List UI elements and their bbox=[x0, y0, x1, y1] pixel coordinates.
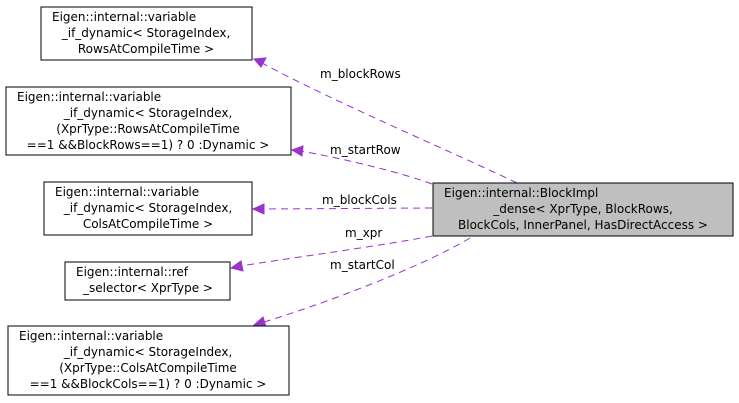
edge-m-startCol: m_startCol bbox=[252, 237, 471, 328]
node-variable-if-dynamic-start-col[interactable]: Eigen::internal::variable _if_dynamic< S… bbox=[7, 325, 290, 396]
edge-m-xpr: m_xpr bbox=[229, 226, 433, 272]
edge-m-blockRows: m_blockRows bbox=[252, 57, 518, 184]
node-title-line: ==1 &&BlockCols==1) ? 0 :Dynamic > bbox=[30, 377, 267, 391]
node-variable-if-dynamic-start-row[interactable]: Eigen::internal::variable _if_dynamic< S… bbox=[5, 86, 292, 156]
node-ref-selector[interactable]: Eigen::internal::ref _selector< XprType … bbox=[64, 261, 231, 301]
edge-label-m-startCol: m_startCol bbox=[330, 258, 395, 272]
node-title-line: _if_dynamic< StorageIndex, bbox=[61, 26, 231, 40]
node-title-line: _if_dynamic< StorageIndex, bbox=[63, 106, 233, 120]
node-title-line: _if_dynamic< StorageIndex, bbox=[63, 201, 233, 215]
node-title-line: ColsAtCompileTime > bbox=[83, 217, 213, 231]
arrowhead-icon bbox=[251, 203, 265, 215]
node-title-line: Eigen::internal::variable bbox=[52, 10, 196, 24]
node-title-line: _if_dynamic< StorageIndex, bbox=[63, 345, 233, 359]
edge-label-m-blockCols: m_blockCols bbox=[322, 193, 397, 207]
node-blockimpl-dense[interactable]: Eigen::internal::BlockImpl _dense< XprTy… bbox=[432, 182, 734, 237]
arrowhead-icon bbox=[290, 145, 304, 157]
node-title-line: BlockCols, InnerPanel, HasDirectAccess > bbox=[458, 218, 708, 232]
arrowhead-icon bbox=[252, 57, 267, 68]
node-title-line: _selector< XprType > bbox=[82, 281, 213, 295]
node-variable-if-dynamic-rows[interactable]: Eigen::internal::variable _if_dynamic< S… bbox=[40, 6, 253, 61]
edge-m-startRow: m_startRow bbox=[290, 143, 433, 185]
node-variable-if-dynamic-cols[interactable]: Eigen::internal::variable _if_dynamic< S… bbox=[43, 181, 253, 236]
arrowhead-icon bbox=[229, 260, 244, 272]
edge-label-m-startRow: m_startRow bbox=[330, 143, 401, 157]
node-title-line: ==1 &&BlockRows==1) ? 0 :Dynamic > bbox=[27, 138, 270, 152]
node-title-line: Eigen::internal::variable bbox=[55, 185, 199, 199]
node-title-line: Eigen::internal::variable bbox=[17, 90, 161, 104]
node-title-line: Eigen::internal::ref bbox=[76, 265, 189, 279]
edge-m-blockCols: m_blockCols bbox=[251, 193, 433, 215]
node-title-line: RowsAtCompileTime > bbox=[78, 42, 214, 56]
edge-label-m-blockRows: m_blockRows bbox=[320, 67, 401, 81]
node-title-line: Eigen::internal::variable bbox=[19, 329, 163, 343]
edge-label-m-xpr: m_xpr bbox=[345, 226, 382, 240]
node-title-line: _dense< XprType, BlockRows, bbox=[492, 202, 673, 216]
node-title-line: (XprType::RowsAtCompileTime bbox=[56, 122, 239, 136]
node-title-line: (XprType::ColsAtCompileTime bbox=[59, 361, 237, 375]
node-title-line: Eigen::internal::BlockImpl bbox=[444, 186, 598, 200]
